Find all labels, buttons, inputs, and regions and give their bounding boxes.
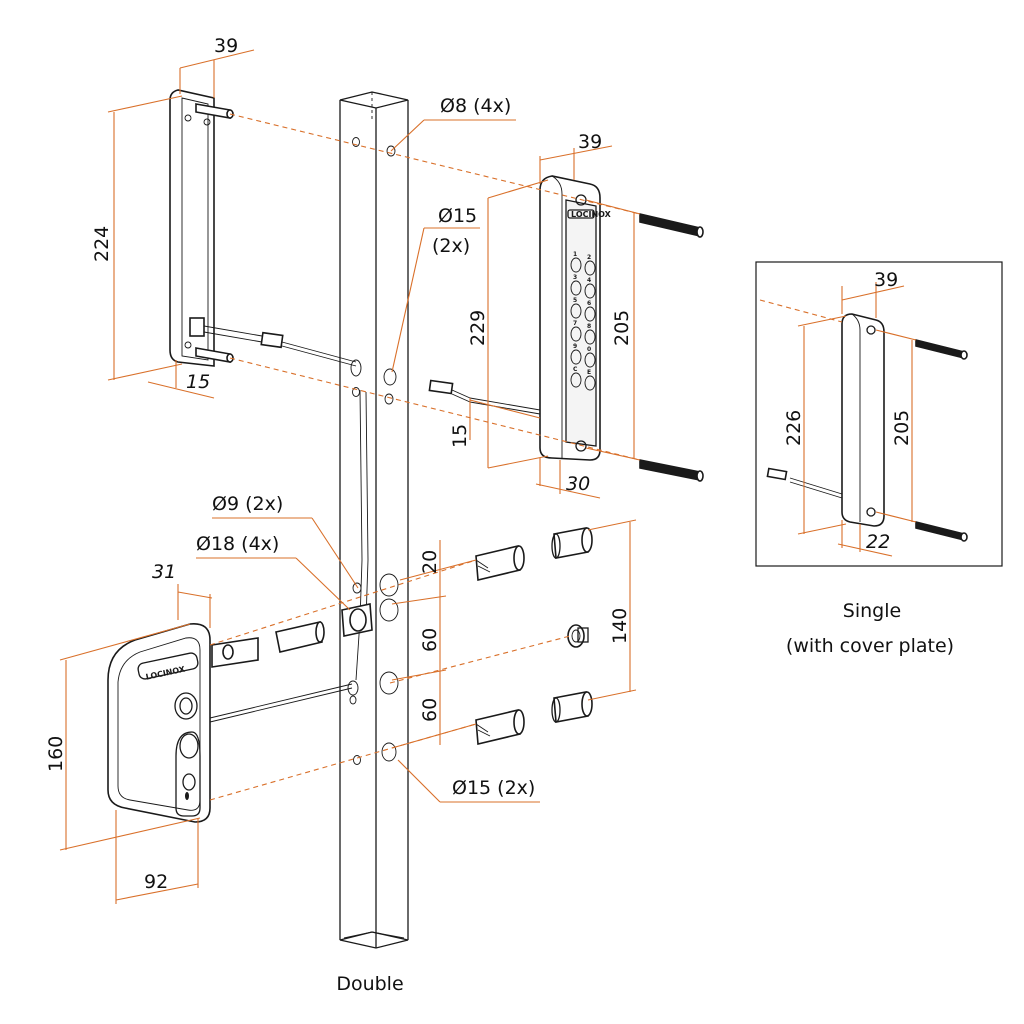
label-hole-15-top: Ø15 [438,205,477,227]
label-handle-depth: 15 [186,371,210,393]
label-hole-18: Ø18 (4x) [196,533,279,555]
label-keypad-height: 229 [467,310,489,346]
caption-single: Single [843,600,901,622]
gate-post [339,91,409,949]
keypad-brand: LOCINOX [571,210,612,219]
label-single-depth: 22 [866,531,890,553]
keypad-unit: LOCINOX 1 2 3 4 5 6 7 8 9 0 C E [428,175,612,461]
label-lock-height: 160 [45,736,67,772]
label-hole-8: Ø8 (4x) [440,95,511,117]
key-label: 5 [573,297,577,304]
label-hole-9: Ø9 (2x) [212,493,283,515]
label-hole-15-bottom: Ø15 (2x) [452,777,535,799]
label-single-width: 39 [874,269,898,291]
key-label: 3 [573,274,577,281]
dimension-lines [59,49,641,904]
label-spacing-60a: 60 [419,628,441,652]
key-label: C [573,366,578,373]
label-keypad-width: 39 [578,131,602,153]
key-label: 1 [573,251,577,258]
key-label: 6 [587,300,591,307]
key-label: 7 [573,320,577,327]
handle-plate [169,89,357,367]
label-spacing-60b: 60 [419,698,441,722]
key-label: 0 [587,346,591,353]
caption-double: Double [336,973,403,995]
key-label: 2 [587,254,591,261]
dimension-labels: 39 224 15 Ø8 (4x) Ø15 (2x) 39 229 205 15… [45,35,913,893]
label-spacing-140: 140 [609,608,631,644]
bolts-and-sleeves [475,527,593,745]
key-label: E [587,369,591,376]
label-spacing-20: 20 [419,550,441,574]
keypad-keys: 1 2 3 4 5 6 7 8 9 0 C E [570,251,596,391]
label-keypad-hole-spacing: 205 [611,310,633,346]
label-handle-height: 224 [91,226,113,262]
label-handle-width: 39 [214,35,238,57]
keypad-screws [639,212,704,482]
label-keypad-offset: 15 [449,424,471,448]
label-hole-15-top-count: (2x) [432,235,470,257]
label-single-hole-spacing: 205 [891,410,913,446]
caption-single-note: (with cover plate) [786,635,954,657]
lock-box: LOCINOX [107,603,373,823]
captions: Double Single (with cover plate) [336,600,954,995]
key-label: 8 [587,323,591,330]
label-single-height: 226 [783,410,805,446]
key-label: 9 [573,343,577,350]
label-keypad-depth: 30 [566,473,590,495]
label-lock-width: 92 [144,871,168,893]
label-lock-depth: 31 [152,561,176,583]
single-variant-panel [755,261,1003,567]
key-label: 4 [587,277,591,284]
